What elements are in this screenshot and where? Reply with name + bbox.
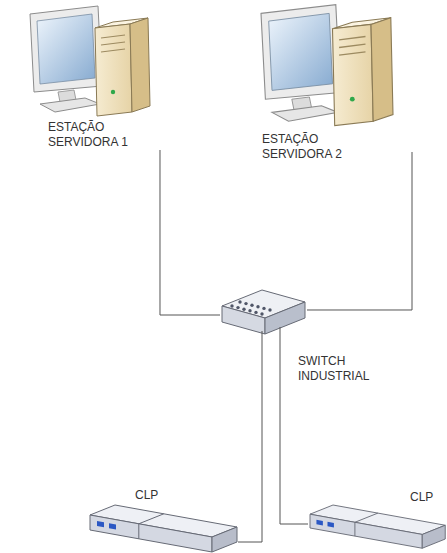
switch-illustration — [262, 307, 265, 310]
switch-illustration — [250, 304, 253, 307]
switch-illustration — [256, 305, 259, 308]
switch-illustration — [254, 311, 257, 314]
server-illustration — [261, 5, 393, 126]
switch-illustration — [222, 306, 265, 334]
network-switch: SWITCH INDUSTRIAL — [220, 288, 307, 334]
switch-illustration — [265, 302, 305, 334]
network-cable — [238, 334, 262, 542]
device-label: CLP — [410, 490, 433, 505]
switch-illustration — [280, 327, 281, 334]
network-cable — [160, 150, 220, 315]
switch-illustration — [222, 290, 305, 334]
device-label: SWITCH INDUSTRIAL — [298, 354, 378, 384]
switch-illustration — [236, 306, 239, 309]
server-station: ESTAÇÃO SERVIDORA 2 — [255, 0, 415, 152]
plc-illustration — [90, 505, 445, 552]
server-illustration — [30, 5, 393, 126]
device-label: ESTAÇÃO SERVIDORA 2 — [262, 132, 346, 162]
switch-illustration — [230, 304, 233, 307]
device-label: ESTAÇÃO SERVIDORA 1 — [48, 120, 132, 150]
switch-illustration — [244, 302, 247, 305]
switch-illustration — [268, 308, 271, 311]
switch-illustration — [238, 300, 241, 303]
server-station: ESTAÇÃO SERVIDORA 1 — [22, 4, 162, 150]
plc-unit: CLP — [308, 488, 443, 552]
switch-illustration — [260, 312, 263, 315]
server-illustration — [30, 6, 150, 116]
plc-illustration — [310, 505, 445, 548]
network-cable — [307, 152, 412, 310]
device-label: CLP — [135, 488, 158, 503]
switch-illustration — [230, 300, 271, 315]
switch-illustration — [248, 309, 251, 312]
switch-illustration — [262, 331, 263, 334]
plc-unit: CLP — [88, 488, 238, 552]
switch-illustration — [242, 308, 245, 311]
plc-illustration — [90, 505, 237, 552]
